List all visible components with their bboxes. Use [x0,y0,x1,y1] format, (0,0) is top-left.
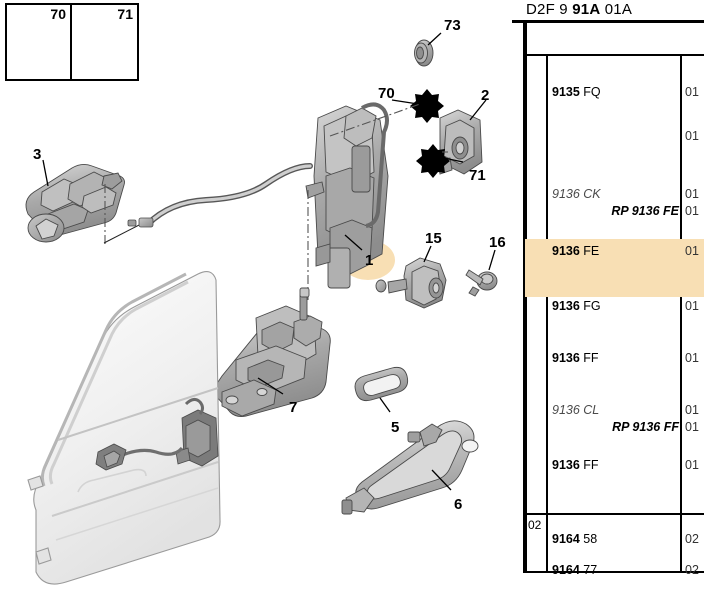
callout-2[interactable]: 2 [481,87,490,104]
table-row[interactable]: 9136 FF [548,348,680,368]
callout-70[interactable]: 70 [378,85,395,102]
inset-number-70: 70 [50,6,66,22]
inset-cell-70: 70 [7,5,72,79]
callout-5[interactable]: 5 [391,419,400,436]
part-name: 9136 FF [552,458,599,472]
part-qty: 02 [685,532,699,546]
code-prefix: D2F 9 [526,1,568,18]
leader-line-70 [391,99,419,105]
part-qty: 01 [685,420,699,434]
selected-row-highlight [525,239,704,297]
replacement-text: RP 9136 FF [612,420,679,434]
table-row[interactable]: 9136 FG [548,296,680,316]
part-qty: 01 [685,351,699,365]
table-row[interactable]: 9136 CK [548,184,680,204]
alignment-line-b [103,221,146,244]
fastener-marker-71 [416,144,450,178]
part-name: 9136 FG [552,299,601,313]
handle-gasket-part [354,366,409,402]
code-bold: 91A [572,1,601,18]
table-row[interactable]: 9164 77 [548,560,680,580]
exploded-parts-illustration: 70 71 3 73 70 2 71 1 15 16 7 5 6 [5,3,506,585]
part-qty: 01 [685,458,699,472]
illustration-svg [23,16,498,585]
inset-number-71: 71 [117,6,133,22]
diagram-code-header: D2F 9 91A 01A [526,0,632,20]
table-qty-column-rule [680,54,682,571]
table-row[interactable]: 9136 CL [548,400,680,420]
part-name: 9136 FE [552,244,600,258]
leader-line-73 [427,32,442,46]
part-qty: 01 [685,204,699,218]
part-name: 9164 77 [552,563,598,577]
callout-73[interactable]: 73 [444,17,461,34]
part-qty: 01 [685,129,699,143]
callout-6[interactable]: 6 [454,496,463,513]
part-name: 9136 CK [552,187,601,201]
inset-cell-71: 71 [72,5,137,79]
table-bottom-border [523,571,704,573]
part-qty: 01 [685,187,699,201]
table-row[interactable]: 9136 FF [548,455,680,475]
part-name: 9135 FQ [552,85,601,99]
table-row[interactable] [548,126,680,146]
part-qty: 01 [685,299,699,313]
table-name-column-rule [546,54,548,571]
leader-line-6 [431,469,452,491]
fastener-inset-box: 70 71 [5,3,139,81]
table-group-divider [523,513,704,515]
interior-door-handle-mechanism-part [25,163,125,243]
callout-7[interactable]: 7 [289,399,298,416]
callout-71[interactable]: 71 [469,167,486,184]
replacement-note: RP 9136 FF [548,418,680,436]
replacement-text: RP 9136 FE [611,204,679,218]
leader-line-16 [488,249,496,271]
part-qty: 02 [685,563,699,577]
group-code-02: 02 [528,518,542,532]
key-part [465,269,498,297]
part-name: 9164 58 [552,532,598,546]
callout-1[interactable]: 1 [365,252,374,269]
parts-reference-table: D2F 9 91A 01A 02 9135 FQ 01 01 9136 CK 0… [512,0,704,593]
bowden-cable-part [127,163,313,228]
table-row[interactable]: 9135 FQ [548,82,680,102]
lock-striker-part [437,109,483,175]
part-qty: 01 [685,244,699,258]
leader-line-15 [423,245,432,263]
door-panel-assembly-part [27,271,221,585]
leader-line-71 [443,157,464,163]
leader-line-7 [257,377,284,395]
callout-16[interactable]: 16 [489,234,506,251]
leader-line-1 [344,234,363,251]
part-name: 9136 FF [552,351,599,365]
leader-line-2 [469,99,487,121]
callout-3[interactable]: 3 [33,146,42,163]
lock-cylinder-part [375,257,447,309]
part-qty: 01 [685,403,699,417]
exterior-door-handle-part [341,420,479,515]
leader-line-3 [42,159,49,187]
alignment-line-70 [329,103,421,137]
part-name: 9136 CL [552,403,600,417]
leader-line-5 [379,397,391,413]
table-row[interactable]: 9136 FE [548,241,680,261]
fastener-marker-70 [410,89,444,123]
callout-15[interactable]: 15 [425,230,442,247]
door-lock-assembly-part [305,102,389,289]
replacement-note: RP 9136 FE [548,202,680,220]
code-suffix: 01A [604,1,633,18]
handle-support-bracket-part [213,287,331,417]
table-row[interactable]: 9164 58 [548,529,680,549]
table-top-border [523,54,704,56]
part-qty: 01 [685,85,699,99]
title-divider [512,20,704,23]
grommet-plug-part [414,39,434,67]
